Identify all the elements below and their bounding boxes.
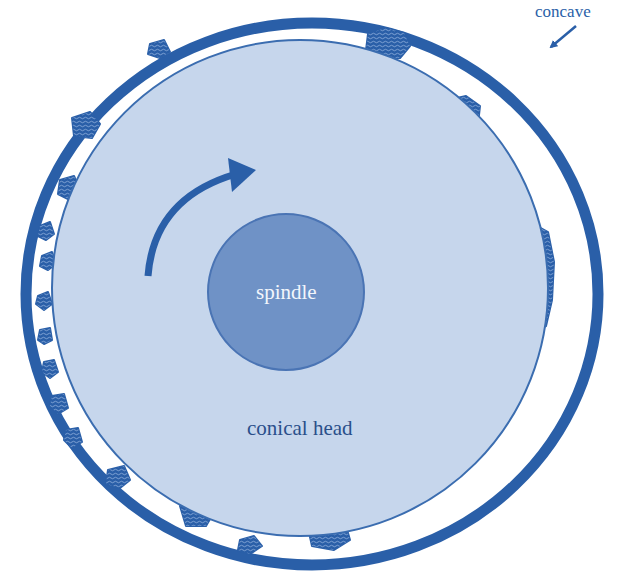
rock-texture	[36, 292, 52, 310]
rock	[38, 222, 54, 240]
head-label: conical head	[247, 416, 353, 441]
concave-ring	[26, 23, 598, 565]
rock-fragments	[36, 28, 554, 554]
rock-texture	[238, 536, 262, 554]
rock	[148, 40, 170, 58]
rock	[106, 466, 130, 488]
rock-texture	[38, 328, 52, 344]
spindle-label: spindle	[256, 280, 317, 305]
rock	[42, 360, 58, 378]
rock-texture	[42, 360, 58, 378]
rock	[64, 428, 82, 448]
rock	[38, 328, 52, 344]
rock-texture	[64, 428, 82, 448]
leader-arrow	[551, 26, 576, 47]
rock-texture	[148, 40, 170, 58]
conical-head: conical head spindle	[50, 38, 550, 538]
rock	[36, 292, 52, 310]
part-label: concave	[535, 2, 591, 22]
rock	[72, 112, 100, 138]
spindle-circle-shape	[208, 214, 364, 370]
rock	[238, 536, 262, 554]
conical-head-shape	[52, 40, 548, 536]
rock-texture	[106, 466, 130, 488]
rotation-arrowhead	[228, 158, 256, 192]
rock	[50, 394, 68, 414]
spindle-circle: spindle	[206, 212, 366, 372]
rock-texture	[50, 394, 68, 414]
rock-texture	[38, 222, 54, 240]
rock-texture	[72, 112, 100, 138]
